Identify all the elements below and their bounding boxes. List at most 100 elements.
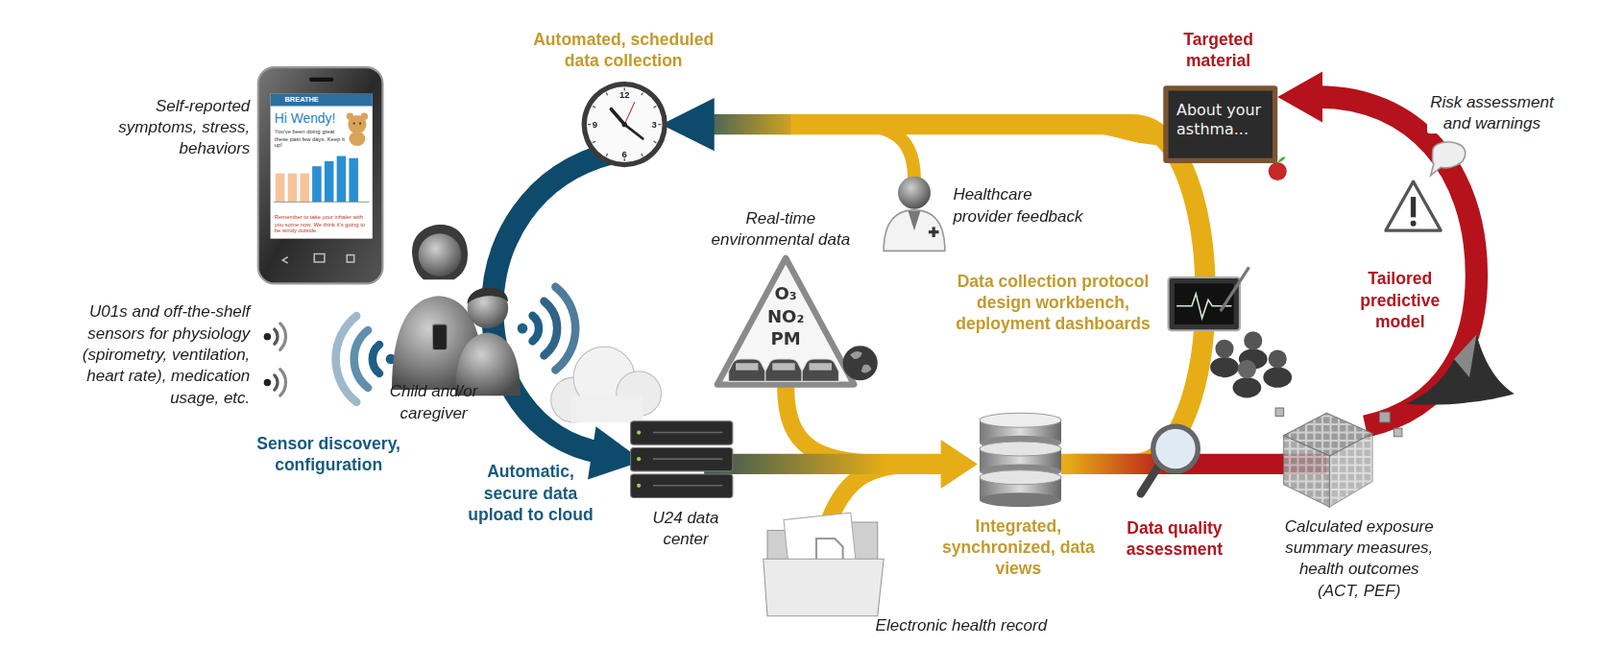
globe-icon — [843, 345, 878, 381]
phone-bar-chart — [273, 156, 370, 203]
clock — [610, 109, 625, 125]
cloud-server — [653, 484, 723, 487]
healthcare-provider — [883, 176, 946, 252]
child-and-caregiver — [412, 224, 468, 280]
warning-sign — [1410, 196, 1416, 218]
caption-label: Electronic health record — [875, 614, 1048, 636]
apple — [1277, 156, 1286, 162]
step-label: Automated, scheduled data collection — [533, 28, 714, 73]
data-cube — [1393, 428, 1403, 437]
screen-reminder: Remember to take your inhaler with you s… — [274, 214, 369, 235]
data-cube — [1329, 434, 1373, 509]
car-icon — [735, 363, 758, 370]
child-and-caregiver — [467, 288, 510, 330]
clock — [622, 121, 628, 127]
signal-arc — [280, 369, 287, 396]
clock-tick — [592, 141, 596, 144]
team-group — [1237, 360, 1257, 379]
caption-label: Calculated exposure summary measures, he… — [1284, 515, 1434, 602]
clock-number: 3 — [651, 119, 656, 130]
caption-label: Real-time environmental data — [711, 207, 851, 251]
model-surface — [1406, 335, 1515, 406]
signal-arc — [274, 375, 278, 390]
step-label: Sensor discovery, configuration — [256, 433, 401, 477]
wireless-signal — [264, 333, 271, 340]
smartphone — [258, 67, 384, 284]
team-group — [1262, 367, 1292, 388]
smartphone — [270, 94, 373, 107]
team-group — [1243, 331, 1262, 350]
teddy-bear — [353, 122, 356, 125]
phone-screen: BREATHEHi Wendy!You've been doing great … — [270, 94, 373, 240]
app-title: BREATHE — [284, 96, 318, 105]
caption-label: U01s and off-the-shelf sensors for physi… — [82, 300, 250, 409]
signal-arc — [354, 330, 368, 388]
smartphone — [258, 67, 384, 284]
phone-bar-chart — [288, 173, 298, 203]
healthcare-provider — [908, 211, 922, 231]
globe-icon — [849, 351, 872, 374]
phone-bar-chart — [275, 173, 286, 203]
model-surface — [1454, 335, 1477, 379]
teddy-bear — [361, 112, 368, 120]
phone-bar-chart — [312, 166, 322, 202]
signal-arc — [274, 329, 278, 344]
car-icon — [809, 363, 832, 370]
caption-label: Healthcare provider feedback — [952, 183, 1083, 227]
data-flow-loop — [857, 124, 916, 180]
car-icon — [728, 359, 766, 382]
phone-bar-chart — [273, 201, 370, 203]
clock-tick — [654, 106, 657, 109]
car-icon — [728, 359, 766, 382]
phone-bar-chart — [324, 161, 335, 203]
clock — [624, 124, 643, 140]
clock-tick — [641, 92, 644, 96]
child-and-caregiver — [391, 224, 521, 396]
signal-arc — [372, 344, 380, 374]
clock-number: 12 — [619, 90, 631, 101]
clock-tick — [606, 92, 608, 96]
data-flow-loop — [492, 71, 1478, 523]
teddy-bear — [359, 122, 362, 125]
database — [979, 412, 1062, 428]
globe-icon — [843, 345, 878, 381]
dashboard-monitor — [1220, 266, 1250, 312]
data-flow-loop — [941, 439, 978, 489]
clock-tick — [592, 106, 596, 109]
healthcare-provider — [897, 176, 931, 210]
car-icon — [801, 359, 839, 382]
data-flow-loop — [661, 97, 715, 151]
pollutant-name: O₃ — [714, 283, 858, 304]
phone-nav — [282, 254, 354, 265]
team-group — [1214, 339, 1234, 359]
data-flow-loop — [785, 124, 1206, 465]
clock — [586, 86, 663, 163]
screen-message: You've been doing great these past few d… — [274, 128, 349, 149]
smartphone — [309, 77, 335, 82]
child-and-caregiver — [433, 324, 448, 351]
magnifier — [1153, 426, 1199, 472]
clock-tick — [606, 153, 608, 157]
phone-bar-chart — [348, 158, 359, 203]
step-label: Data collection protocol design workbenc… — [955, 270, 1151, 336]
magnifier — [1140, 465, 1160, 495]
pollutant-name: NO₂ — [714, 306, 858, 327]
magnifier — [1140, 426, 1199, 494]
warning-sign — [1385, 142, 1466, 231]
cloud-server — [630, 421, 733, 445]
teddy-bear — [346, 112, 368, 146]
child-and-caregiver — [467, 288, 510, 305]
teddy-bear — [346, 112, 354, 120]
data-cube — [1275, 408, 1285, 417]
healthcare-provider — [883, 210, 946, 252]
clock-tick — [641, 153, 644, 157]
car-icon — [765, 359, 802, 382]
step-label: Tailored predictive model — [1359, 267, 1440, 333]
phone-nav — [314, 254, 325, 264]
data-cube — [1275, 408, 1403, 508]
chalk-text: About your asthma... — [1176, 100, 1261, 140]
wireless-signal — [264, 379, 271, 387]
signal-arc — [280, 323, 287, 350]
apple — [1268, 162, 1287, 181]
